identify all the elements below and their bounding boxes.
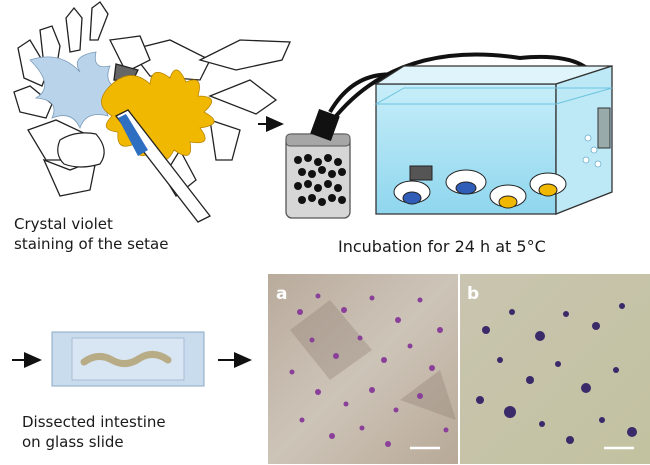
pump-head — [310, 109, 340, 141]
heater-probe — [597, 107, 611, 149]
crab-2 — [445, 169, 487, 195]
crab-4 — [529, 172, 567, 197]
slide-caption: Dissected intestine on glass slide — [22, 412, 166, 452]
crabs-in-tank — [393, 169, 567, 209]
bead-container — [285, 133, 351, 219]
crab-1 — [393, 180, 431, 205]
staining-caption: Crystal violet staining of the setae — [14, 214, 168, 254]
panel-label-b: b — [467, 284, 480, 304]
slide-caption-line-1: Dissected intestine — [22, 413, 166, 431]
staining-caption-line-2: staining of the setae — [14, 235, 169, 253]
incubation-caption: Incubation for 24 h at 5°C — [338, 237, 546, 256]
pipette-icon — [115, 109, 211, 223]
slide-caption-line-2: on glass slide — [22, 433, 124, 451]
intestine — [80, 351, 172, 367]
air-bubbles — [582, 134, 602, 168]
crab-3 — [489, 184, 527, 209]
filter-box — [409, 165, 433, 181]
micrograph-a — [268, 274, 458, 464]
panel-label-a: a — [276, 284, 288, 304]
aquarium — [373, 65, 613, 215]
glass-slide — [51, 331, 205, 387]
micrograph-b — [460, 274, 650, 464]
staining-caption-line-1: Crystal violet — [14, 215, 113, 233]
hand-outline — [57, 132, 105, 168]
